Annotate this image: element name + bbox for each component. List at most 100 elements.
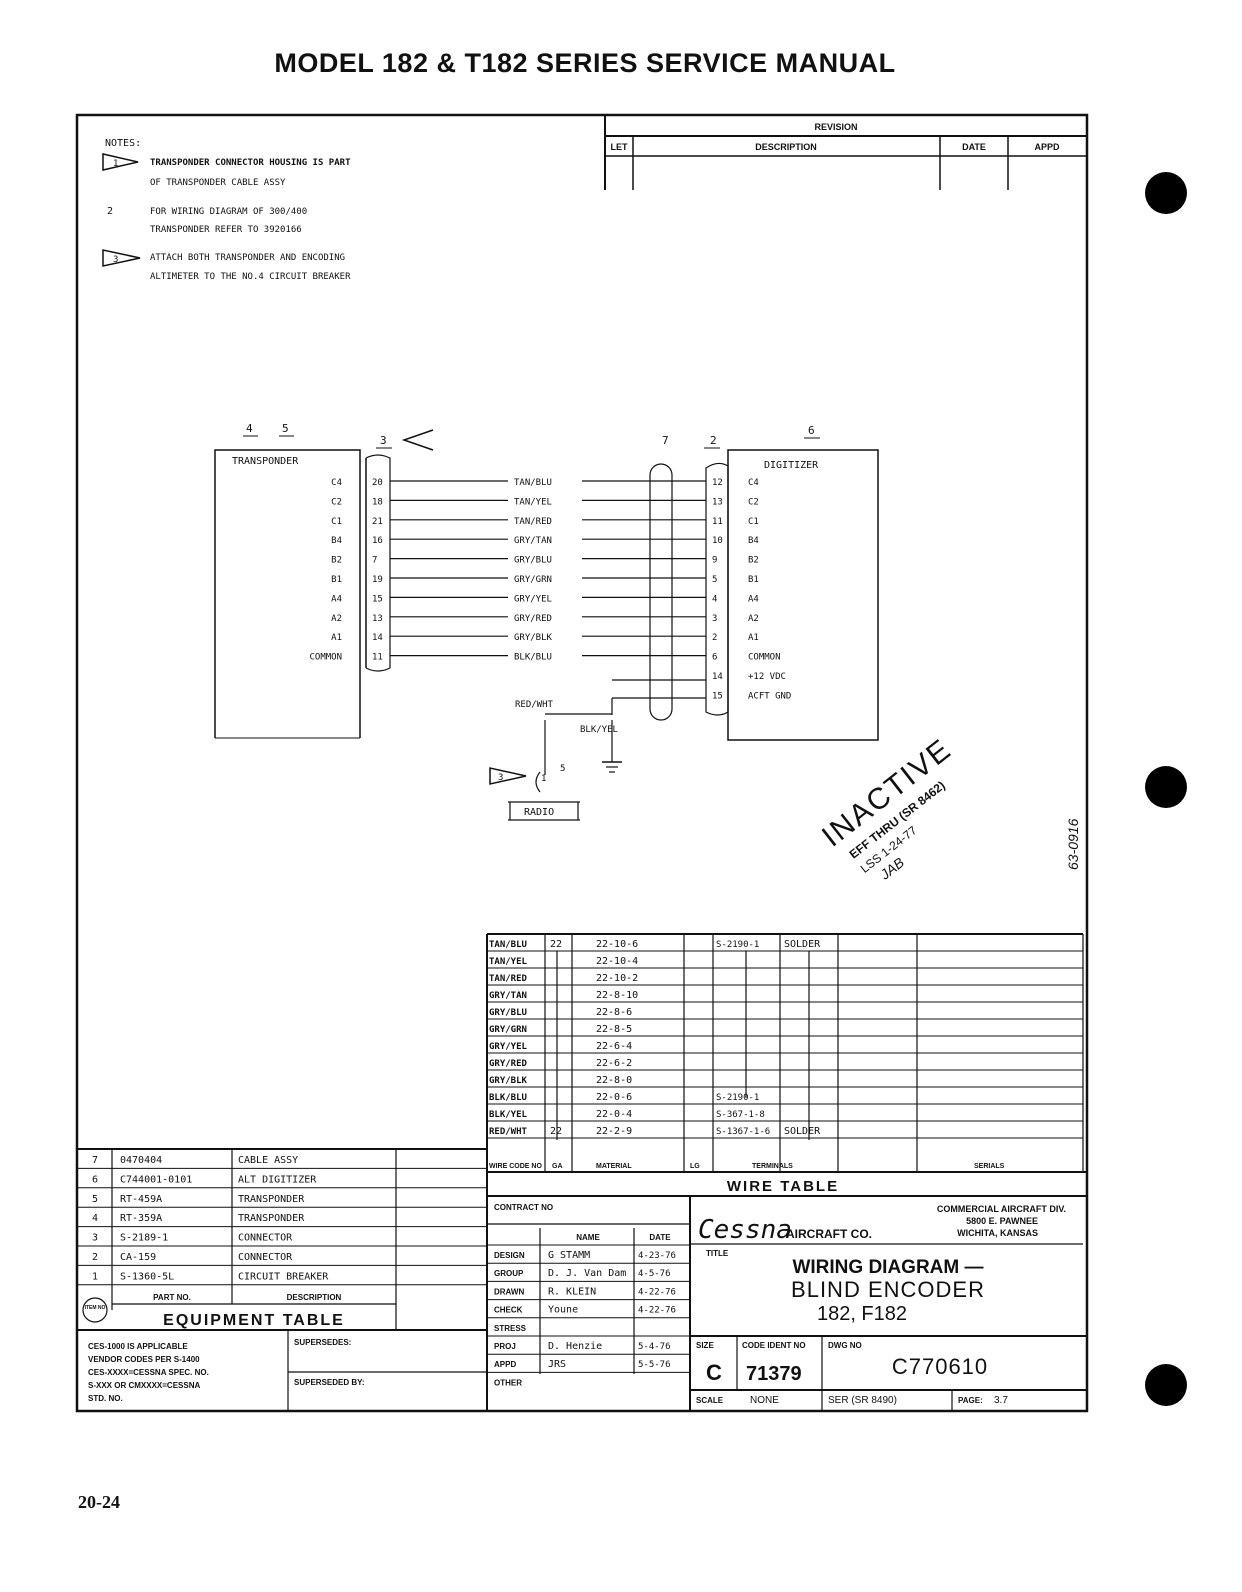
revision-col-date: DATE — [962, 142, 986, 152]
wire-terminal: S-2190-1 — [716, 940, 759, 950]
digitizer-pin: 6 — [712, 653, 717, 663]
size-value: C — [706, 1360, 722, 1385]
wire-gauge: 22 — [550, 939, 562, 950]
equipment-row: 3 S-2189-1 CONNECTOR — [77, 1233, 487, 1247]
digitizer-pin: 14 — [712, 672, 723, 682]
drawing-title: WIRING DIAGRAM — — [792, 1257, 983, 1278]
power-circuit: RED/WHT BLK/YEL 3 1 5 RADIO — [489, 679, 706, 821]
wire-material: 22-8-0 — [596, 1075, 632, 1086]
signoff-name: D. J. Van Dam — [548, 1268, 626, 1279]
wire-color-label: GRY/GRN — [514, 575, 552, 585]
wire-color-label: TAN/RED — [514, 517, 552, 527]
equipment-description: TRANSPONDER — [238, 1194, 305, 1205]
wire-table-col: MATERIAL — [596, 1163, 632, 1170]
page-value: 3.7 — [994, 1395, 1008, 1406]
transponder-signal: COMMON — [309, 653, 342, 663]
digitizer-pin: 10 — [712, 536, 723, 546]
revision-col-appd: APPD — [1034, 142, 1060, 152]
digitizer-pin: 13 — [712, 497, 723, 507]
dwg-no-value: C770610 — [892, 1354, 988, 1379]
equipment-description: ALT DIGITIZER — [238, 1174, 317, 1185]
ref-number: 5 — [282, 422, 289, 435]
equipment-part-no: CA-159 — [120, 1252, 156, 1263]
transponder-pin: 18 — [372, 497, 383, 507]
equipment-description: CABLE ASSY — [238, 1155, 298, 1166]
wire-material: 22-10-6 — [596, 939, 638, 950]
radio-bus — [508, 801, 580, 821]
digitizer-pin: 9 — [712, 556, 717, 566]
vendor-note-line: STD. NO. — [88, 1394, 123, 1403]
signoff-role: CHECK — [494, 1306, 523, 1315]
company-address: WICHITA, KANSAS — [957, 1228, 1038, 1238]
transponder-signal: C2 — [331, 497, 342, 507]
wire-gauge: 22 — [550, 1126, 562, 1137]
ground-wire-label: BLK/YEL — [580, 725, 618, 735]
signoff-date: 5-5-76 — [638, 1360, 671, 1370]
transponder-refs: 4 5 3 2 6 7 — [243, 422, 820, 451]
signoff-name: R. KLEIN — [548, 1286, 596, 1297]
wire-table-col: WIRE CODE NO — [489, 1163, 542, 1170]
drawing-models: 182, F182 — [817, 1303, 907, 1325]
superseded-by-label: SUPERSEDED BY: — [294, 1378, 365, 1387]
company-address: 5800 E. PAWNEE — [966, 1216, 1038, 1226]
page-label: PAGE: — [958, 1396, 983, 1405]
radio-bus-label: RADIO — [524, 807, 554, 818]
digitizer-pin: 12 — [712, 478, 723, 488]
note-number: 2 — [107, 206, 113, 217]
wire-table-col: LG — [690, 1163, 700, 1170]
digitizer-signal: ACFT GND — [748, 691, 791, 701]
breaker-ref: 1 — [541, 774, 546, 784]
item-balloon-icon — [82, 1297, 108, 1323]
digitizer-signal: A4 — [748, 594, 759, 604]
cable-shield — [649, 463, 673, 721]
wire-code: RED/WHT — [489, 1127, 528, 1137]
digitizer-signal: A2 — [748, 614, 759, 624]
signoff-date: 4-22-76 — [638, 1306, 676, 1316]
drawing-frame — [75, 113, 1089, 1413]
signoff-col-date: DATE — [649, 1233, 671, 1242]
equipment-description: TRANSPONDER — [238, 1213, 305, 1224]
wire-material: 22-8-6 — [596, 1007, 632, 1018]
power-pin: 14+12 VDC — [712, 672, 786, 682]
vendor-note-line: CES-1000 IS APPLICABLE — [88, 1342, 188, 1351]
signoff-role: DRAWN — [494, 1287, 524, 1296]
code-ident-label: CODE IDENT NO — [742, 1341, 806, 1350]
wire-terminal: S-2190-1 — [716, 1093, 759, 1103]
transponder-signal: A2 — [331, 614, 342, 624]
page-title: MODEL 182 & T182 SERIES SERVICE MANUAL — [274, 48, 896, 78]
note-flag-number: 3 — [498, 773, 503, 783]
connector-ref: 2 — [710, 434, 717, 447]
wire-code: BLK/YEL — [489, 1110, 528, 1120]
transponder-signal: C1 — [331, 517, 342, 527]
equipment-part-no: S-2189-1 — [120, 1233, 168, 1244]
wire-code: GRY/BLU — [489, 1008, 527, 1018]
signoff-name: Youne — [548, 1305, 578, 1316]
note-flag-icon — [102, 249, 141, 267]
stamp-side-number: 63-0916 — [1065, 818, 1081, 870]
signoff-name: D. Henzie — [548, 1341, 602, 1352]
note-flag-number: 3 — [113, 255, 118, 265]
note-line: ATTACH BOTH TRANSPONDER AND ENCODING — [150, 253, 345, 263]
transponder-pin: 11 — [372, 653, 383, 663]
equipment-item-no: 3 — [92, 1233, 98, 1244]
equipment-description: CONNECTOR — [238, 1233, 293, 1244]
note-flag-icon — [102, 153, 139, 171]
wire-code: GRY/GRN — [489, 1025, 527, 1035]
transponder-signal: A1 — [331, 633, 342, 643]
